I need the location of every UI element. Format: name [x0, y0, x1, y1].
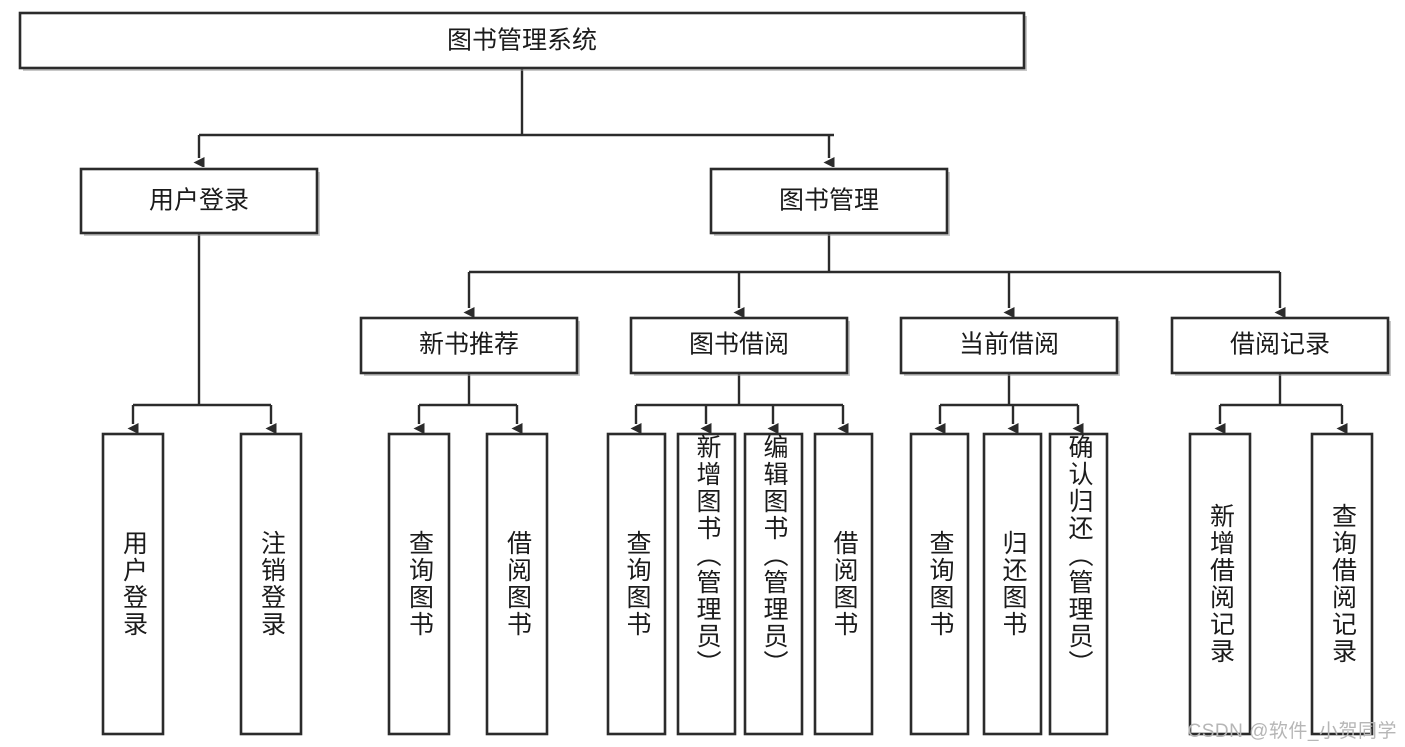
node-current-borrow[interactable]: 当前借阅 [899, 316, 1120, 376]
new-book-recommend-box [359, 316, 579, 375]
node-book-manage[interactable]: 图书管理 [709, 167, 950, 236]
user-login-label: 用户登录 [149, 187, 249, 215]
user-login-box [79, 167, 319, 235]
connector-layer [133, 68, 1342, 424]
leaf-borrow-book-1-box[interactable] [485, 432, 549, 736]
leaf-return-book-box[interactable] [982, 432, 1043, 736]
node-new-book-recommend[interactable]: 新书推荐 [359, 316, 580, 376]
node-user-login[interactable]: 用户登录 [79, 167, 320, 236]
leaf-user-login-box[interactable] [101, 432, 165, 736]
leaf-add-borrow-record-box[interactable] [1188, 432, 1252, 736]
leaf-add-book-admin-box[interactable] [676, 432, 737, 736]
node-root[interactable]: 图书管理系统 [18, 11, 1027, 71]
leaf-borrow-book-2-box[interactable] [813, 432, 874, 736]
current-borrow-box [899, 316, 1119, 375]
current-borrow-label: 当前借阅 [959, 331, 1059, 359]
leaf-query-book-1-box[interactable] [387, 432, 451, 736]
new-book-recommend-label: 新书推荐 [419, 331, 519, 359]
leaf-query-book-2-box[interactable] [606, 432, 667, 736]
leaf-query-book-3-box[interactable] [909, 432, 970, 736]
node-borrow-record[interactable]: 借阅记录 [1170, 316, 1391, 376]
book-borrow-box [629, 316, 849, 375]
book-manage-box [709, 167, 949, 235]
csdn-watermark: CSDN @软件_小贺同学 [1187, 721, 1397, 742]
leaf-edit-book-admin-box[interactable] [743, 432, 804, 736]
book-borrow-label: 图书借阅 [689, 331, 789, 359]
book-manage-label: 图书管理 [779, 187, 879, 215]
leaf-confirm-return-admin-box[interactable] [1048, 432, 1109, 736]
borrow-record-box [1170, 316, 1390, 375]
borrow-record-label: 借阅记录 [1230, 331, 1330, 359]
node-book-borrow[interactable]: 图书借阅 [629, 316, 850, 376]
root-label: 图书管理系统 [447, 27, 597, 55]
leaf-query-borrow-record-box[interactable] [1310, 432, 1374, 736]
leaf-user-logout-box[interactable] [239, 432, 303, 736]
leaf-box-layer [101, 432, 1374, 736]
root-box [18, 11, 1026, 70]
